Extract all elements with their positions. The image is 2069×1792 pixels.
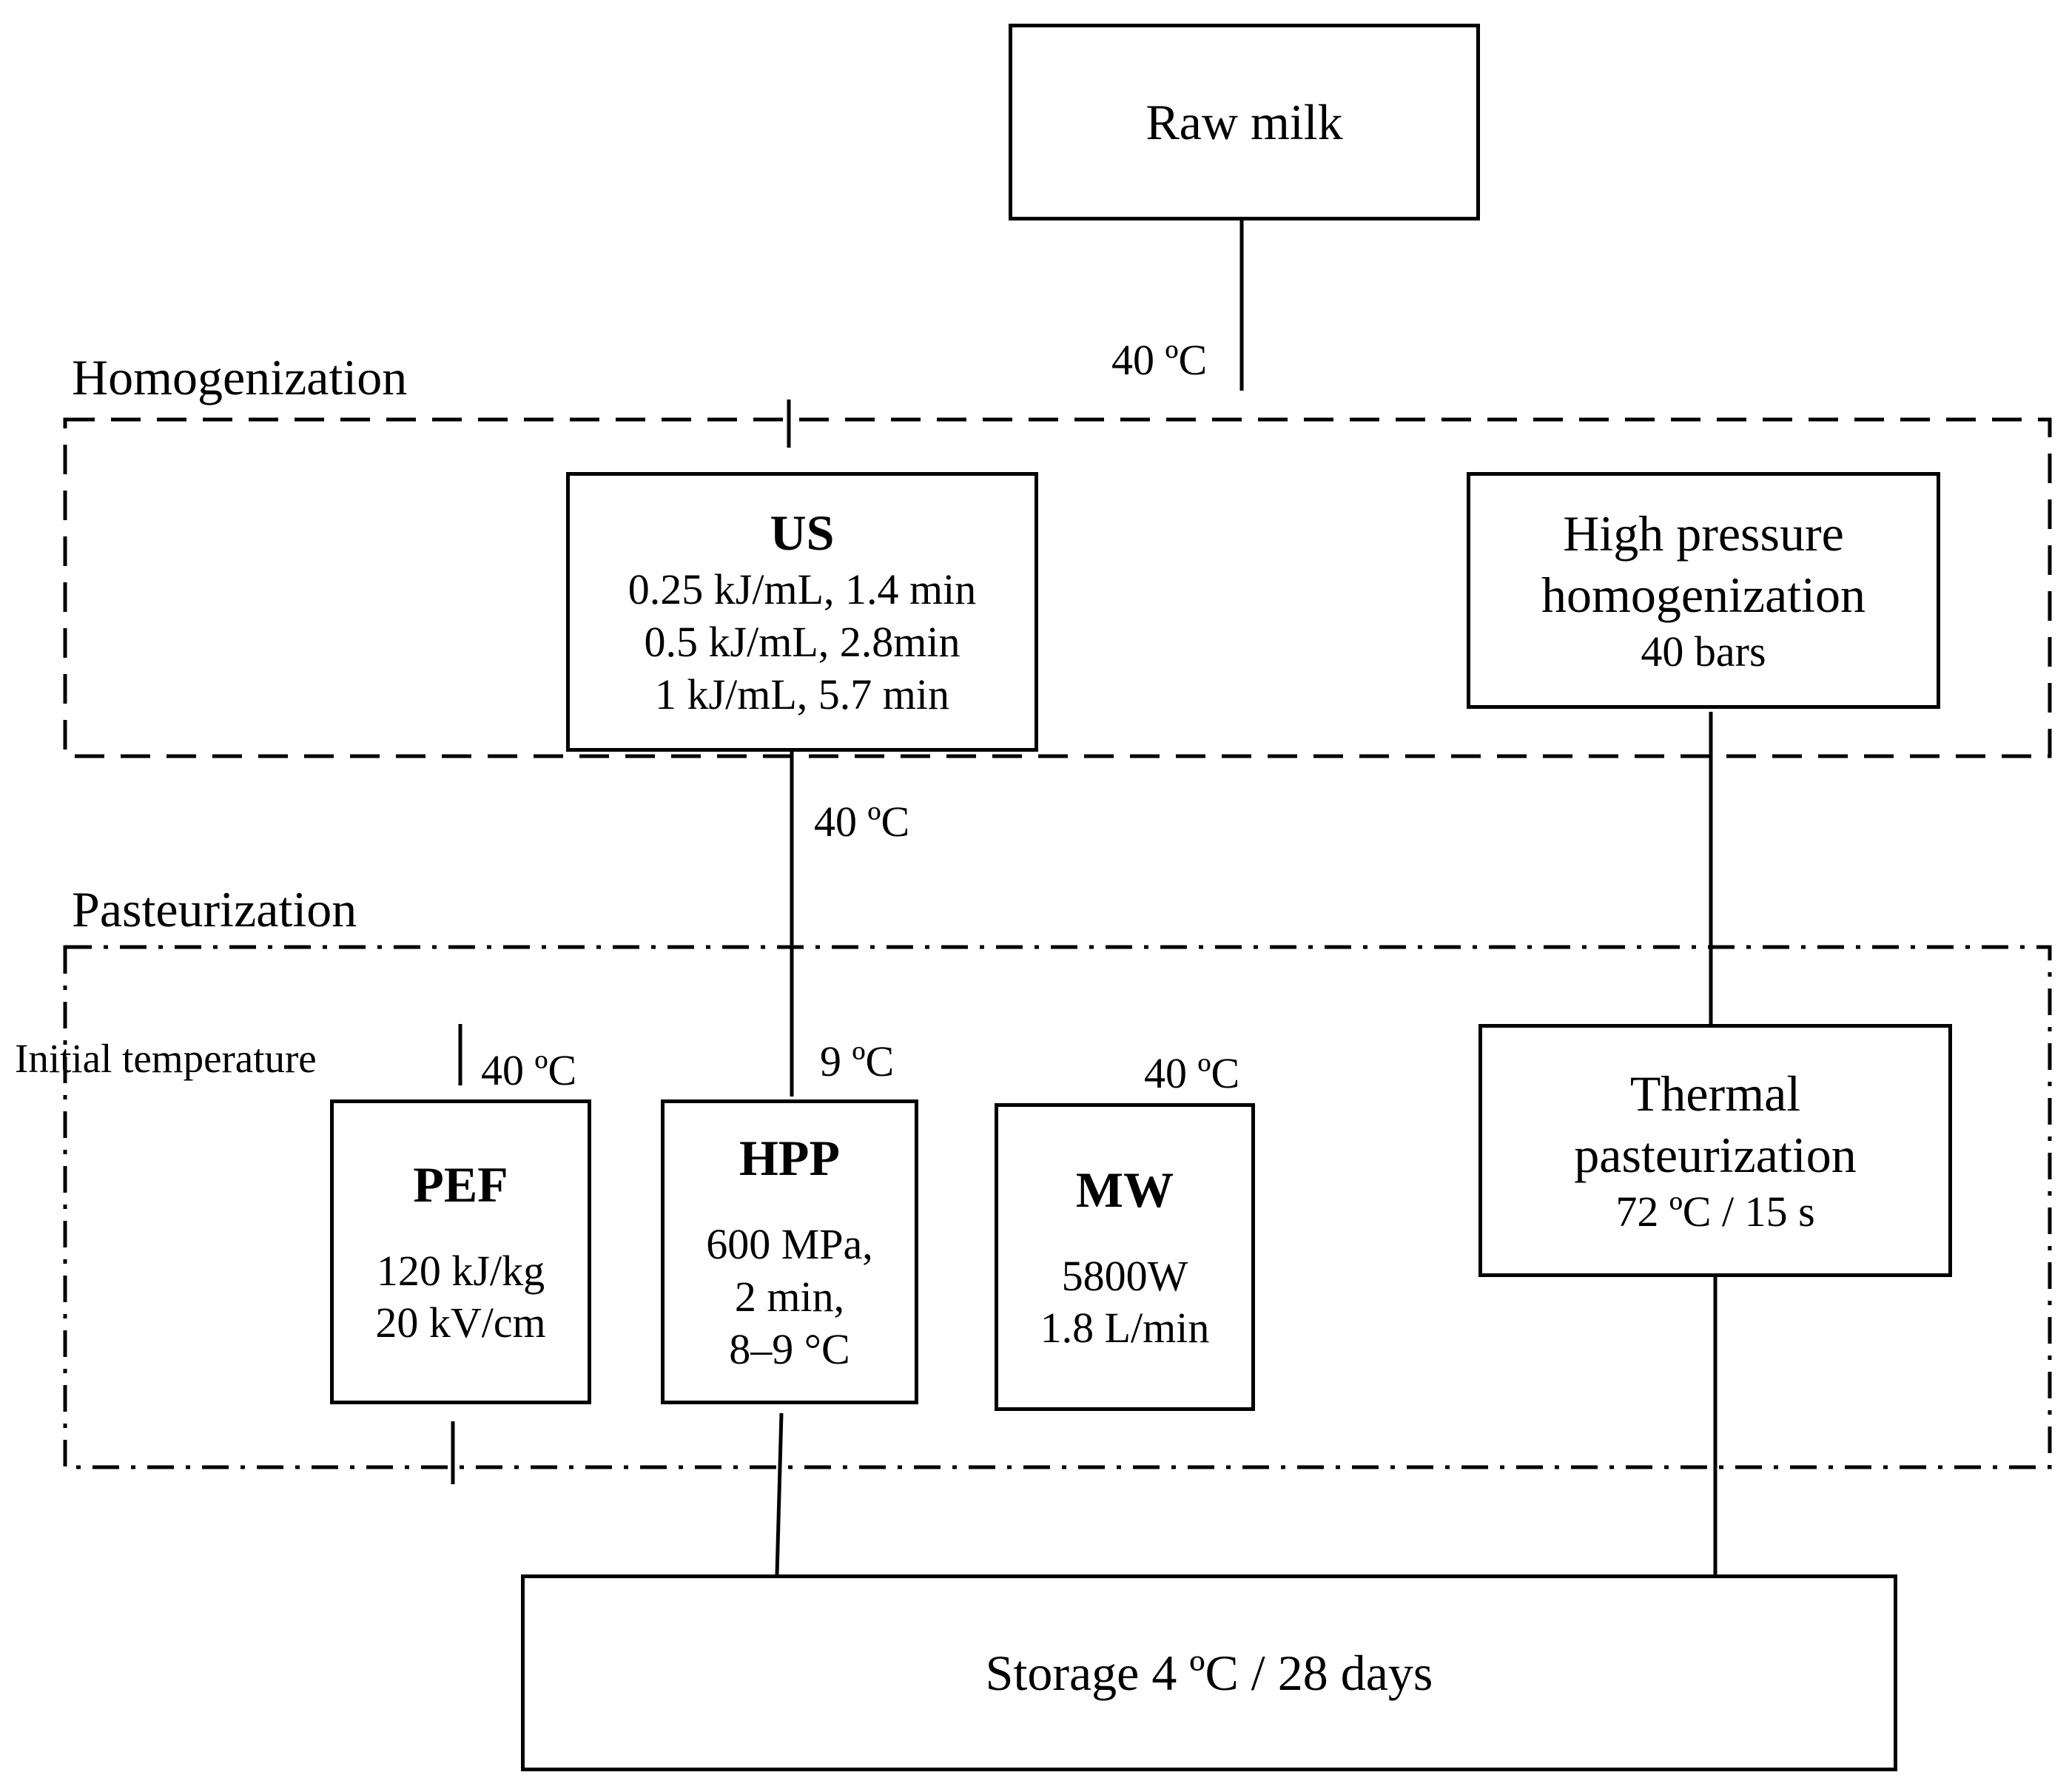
storage-box: Storage 4 ºC / 28 days: [521, 1574, 1897, 1771]
homogenization-section-label: Homogenization: [72, 349, 408, 405]
pef-in-temp-label: 40 ºC: [481, 1046, 577, 1094]
pasteurization-region: [63, 945, 2052, 1469]
mw-in-temp-label: 40 ºC: [1144, 1049, 1240, 1097]
storage-label: Storage 4 ºC / 28 days: [985, 1644, 1433, 1701]
pef-box: PEF 120 kJ/kg 20 kV/cm: [330, 1099, 591, 1404]
hpp-line-2: 2 min,: [734, 1273, 845, 1321]
mw-line-2: 1.8 L/min: [1040, 1304, 1210, 1353]
connector-hpp-down: [775, 1412, 784, 1575]
raw-milk-label: Raw milk: [1145, 93, 1343, 150]
thermal-pasteurization-box: Thermal pasteurization 72 ºC / 15 s: [1478, 1024, 1952, 1277]
us-line-2: 0.5 kJ/mL, 2.8min: [644, 618, 961, 667]
thermal-line-3: 72 ºC / 15 s: [1615, 1187, 1815, 1236]
hpp-title: HPP: [739, 1130, 840, 1187]
us-out-temp-label: 40 ºC: [814, 798, 910, 846]
hpp-in-temp-label: 9 ºC: [820, 1037, 895, 1085]
hpp-line-3: 8–9 °C: [729, 1324, 850, 1373]
mw-title: MW: [1075, 1161, 1174, 1218]
us-line-3: 1 kJ/mL, 5.7 min: [655, 670, 949, 718]
pef-line-1: 120 kJ/kg: [376, 1246, 545, 1295]
thermal-line-2: pasteurization: [1574, 1126, 1857, 1183]
mw-line-1: 5800W: [1061, 1251, 1188, 1300]
hpp-box: HPP 600 MPa, 2 min, 8–9 °C: [661, 1099, 918, 1404]
raw-split-temp-label: 40 ºC: [1111, 336, 1208, 384]
hph-line-2: homogenization: [1541, 566, 1866, 623]
homogenization-region: [63, 417, 2052, 758]
pef-title: PEF: [413, 1156, 508, 1213]
pasteurization-section-label: Pasteurization: [72, 881, 357, 937]
hph-line-1: High pressure: [1563, 505, 1844, 562]
raw-milk-box: Raw milk: [1009, 24, 1480, 220]
hpp-line-1: 600 MPa,: [706, 1220, 873, 1269]
initial-temperature-label: Initial temperature: [15, 1036, 317, 1081]
us-title: US: [770, 505, 835, 562]
us-box: US 0.25 kJ/mL, 1.4 min 0.5 kJ/mL, 2.8min…: [566, 472, 1038, 752]
thermal-line-1: Thermal: [1629, 1065, 1801, 1122]
hph-line-3: 40 bars: [1641, 627, 1766, 676]
us-line-1: 0.25 kJ/mL, 1.4 min: [628, 565, 977, 614]
hph-box: High pressure homogenization 40 bars: [1467, 472, 1940, 709]
pef-line-2: 20 kV/cm: [375, 1298, 546, 1347]
mw-box: MW 5800W 1.8 L/min: [995, 1103, 1255, 1411]
